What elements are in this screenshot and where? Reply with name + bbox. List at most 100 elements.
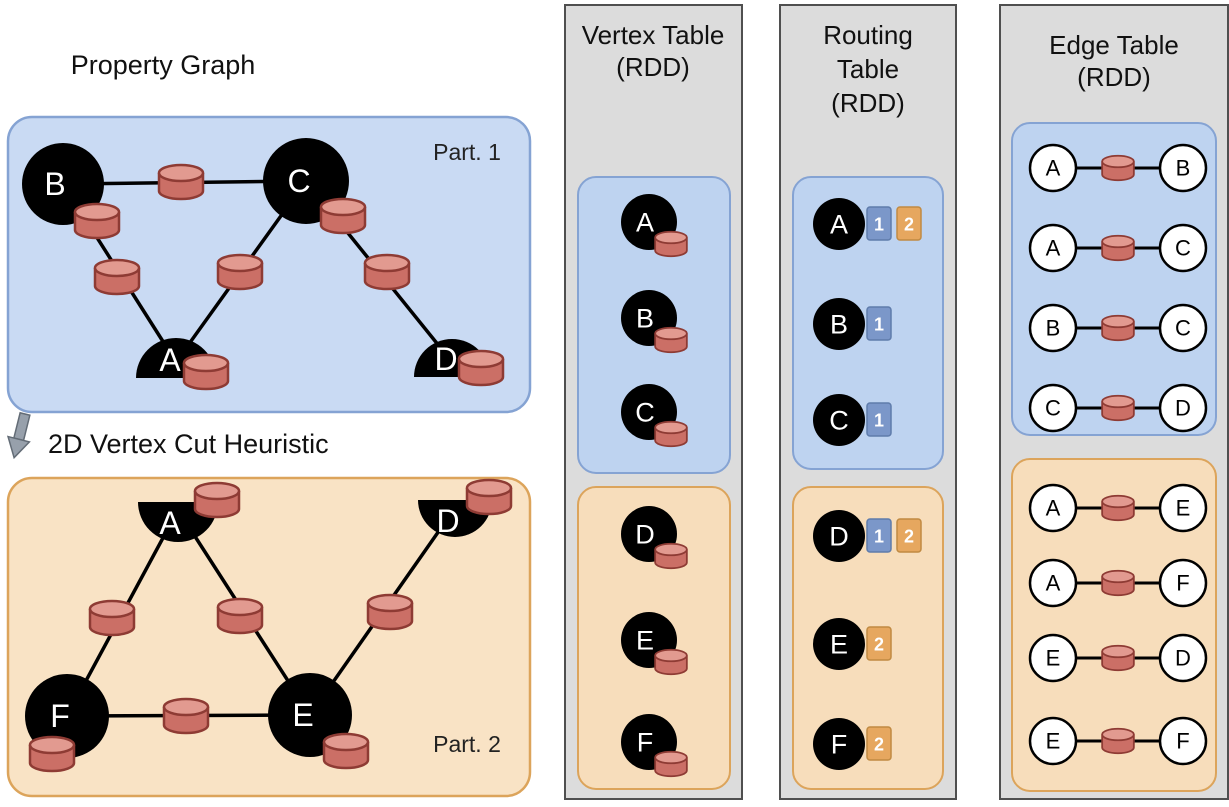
edge-table-dst-circle bbox=[1158, 716, 1208, 766]
routing-badge-A-part2 bbox=[896, 206, 922, 241]
partition-1-label: Part. 1 bbox=[433, 139, 501, 165]
vertex-table-label-F: F bbox=[637, 727, 654, 757]
routing-badge-B-part1-num: 1 bbox=[874, 314, 884, 334]
cut-arrow-head bbox=[6, 435, 31, 460]
edge-table-src-label: B bbox=[1046, 316, 1061, 341]
routing-badge-F-part2-num: 2 bbox=[874, 734, 884, 754]
edge-table-src-label: A bbox=[1046, 156, 1061, 181]
edge-table-src-label: E bbox=[1046, 729, 1061, 754]
routing-badge-E-part2-num: 2 bbox=[874, 634, 884, 654]
edge-table-dst-label: E bbox=[1176, 496, 1191, 521]
routing-badge-F-part2 bbox=[866, 726, 892, 761]
property-cylinder-icon bbox=[465, 478, 513, 516]
routing-table-section: Routing Table (RDD) A 1 2 B 1 C 1 D 1 2 … bbox=[779, 4, 957, 800]
cut-arrow-icon bbox=[6, 411, 31, 460]
property-cylinder-icon bbox=[1101, 569, 1135, 597]
property-cylinder-icon bbox=[1101, 644, 1135, 672]
edge-table-dst-label: F bbox=[1176, 571, 1189, 596]
property-cylinder-icon bbox=[88, 599, 136, 637]
routing-label-F: F bbox=[831, 729, 848, 759]
property-cylinder-icon bbox=[1101, 394, 1135, 422]
edge-table-src-circle bbox=[1028, 483, 1078, 533]
property-graph-title: Property Graph bbox=[71, 50, 256, 80]
edge-table-dst-circle bbox=[1158, 143, 1208, 193]
edge-table-title-line1: Edge Table bbox=[1049, 30, 1179, 60]
edge-table-title-line2: (RDD) bbox=[1077, 62, 1151, 92]
routing-table-title-line3: (RDD) bbox=[831, 88, 905, 118]
edge-table-dst-label: B bbox=[1176, 156, 1191, 181]
edge-table-src-circle bbox=[1028, 633, 1078, 683]
routing-badge-A-part1 bbox=[866, 206, 892, 241]
edge-table-dst-label: D bbox=[1175, 646, 1191, 671]
edge-table-dst-label: C bbox=[1175, 316, 1191, 341]
routing-badge-E-part2 bbox=[866, 626, 892, 661]
edge-table-src-circle bbox=[1028, 143, 1078, 193]
routing-label-E: E bbox=[830, 629, 848, 659]
vertex-D2-label: D bbox=[436, 503, 459, 539]
routing-badge-D-part2 bbox=[896, 518, 922, 553]
routing-label-C: C bbox=[829, 405, 849, 435]
routing-vertex-E bbox=[813, 618, 865, 670]
property-cylinder-icon bbox=[654, 230, 688, 258]
routing-label-A: A bbox=[830, 209, 848, 239]
routing-badge-C-part1 bbox=[866, 402, 892, 437]
edge-table-src-circle bbox=[1028, 303, 1078, 353]
vertex-table-label-C: C bbox=[635, 397, 655, 427]
vertex-table-section: Vertex Table (RDD) A B C D E F bbox=[564, 4, 743, 800]
routing-vertex-D bbox=[813, 510, 865, 562]
routing-table-title-line1: Routing bbox=[823, 20, 913, 50]
vertex-E-label: E bbox=[292, 697, 313, 733]
edge-table-dst-label: C bbox=[1175, 236, 1191, 261]
cut-arrow-shaft bbox=[12, 411, 31, 442]
edge-table-dst-circle bbox=[1158, 633, 1208, 683]
property-cylinder-icon bbox=[1101, 727, 1135, 755]
property-graph-section: Property Graph Part. 1 B C A D bbox=[6, 50, 532, 798]
vertex-table-label-D: D bbox=[635, 519, 655, 549]
routing-vertex-B bbox=[813, 298, 865, 350]
vertex-C-label: C bbox=[287, 163, 310, 199]
edge-table-src-circle bbox=[1028, 558, 1078, 608]
property-cylinder-icon bbox=[216, 253, 264, 291]
edge-table-src-label: A bbox=[1046, 496, 1061, 521]
routing-vertex-A bbox=[813, 198, 865, 250]
edge-table-dst-label: D bbox=[1175, 396, 1191, 421]
vertex-A-label: A bbox=[159, 342, 181, 378]
property-cylinder-icon bbox=[654, 326, 688, 354]
routing-table-title-line2: Table bbox=[837, 54, 899, 84]
edge-table-src-label: E bbox=[1046, 646, 1061, 671]
partition-1: Part. 1 B C A D bbox=[6, 115, 532, 414]
property-cylinder-icon bbox=[319, 197, 367, 235]
edge-table-dst-circle bbox=[1158, 558, 1208, 608]
edge-table-dst-circle bbox=[1158, 383, 1208, 433]
cut-heuristic-label: 2D Vertex Cut Heuristic bbox=[48, 429, 329, 459]
vertex-table-label-A: A bbox=[636, 207, 654, 237]
edge-table-part2-box bbox=[1011, 458, 1217, 792]
property-cylinder-icon bbox=[457, 349, 505, 387]
routing-label-D: D bbox=[829, 521, 849, 551]
property-cylinder-icon bbox=[73, 202, 121, 240]
property-cylinder-icon bbox=[28, 735, 76, 773]
property-cylinder-icon bbox=[157, 163, 205, 201]
edge-table-src-label: A bbox=[1046, 236, 1061, 261]
edge-table-dst-circle bbox=[1158, 303, 1208, 353]
routing-badge-D-part1 bbox=[866, 518, 892, 553]
routing-vertex-F bbox=[813, 718, 865, 770]
edge-table-part1-box bbox=[1011, 122, 1217, 436]
routing-label-B: B bbox=[830, 309, 848, 339]
vertex-cut-annotation: 2D Vertex Cut Heuristic bbox=[6, 411, 329, 460]
edge-table-dst-circle bbox=[1158, 223, 1208, 273]
edge-table-section: Edge Table (RDD) A B A C B C C D bbox=[999, 4, 1229, 800]
partition-2: Part. 2 A D F E bbox=[6, 476, 532, 798]
vertex-D-label: D bbox=[434, 341, 457, 377]
property-cylinder-icon bbox=[654, 542, 688, 570]
property-cylinder-icon bbox=[182, 353, 230, 391]
property-cylinder-icon bbox=[363, 253, 411, 291]
vertex-table-title-line1: Vertex Table bbox=[582, 20, 725, 50]
edge-table-dst-label: F bbox=[1176, 729, 1189, 754]
edge-table-src-circle bbox=[1028, 716, 1078, 766]
routing-badge-B-part1 bbox=[866, 306, 892, 341]
routing-vertex-C bbox=[813, 394, 865, 446]
vertex-table-label-E: E bbox=[636, 625, 654, 655]
vertex-A2-label: A bbox=[159, 505, 181, 541]
vertex-table-label-B: B bbox=[636, 303, 654, 333]
